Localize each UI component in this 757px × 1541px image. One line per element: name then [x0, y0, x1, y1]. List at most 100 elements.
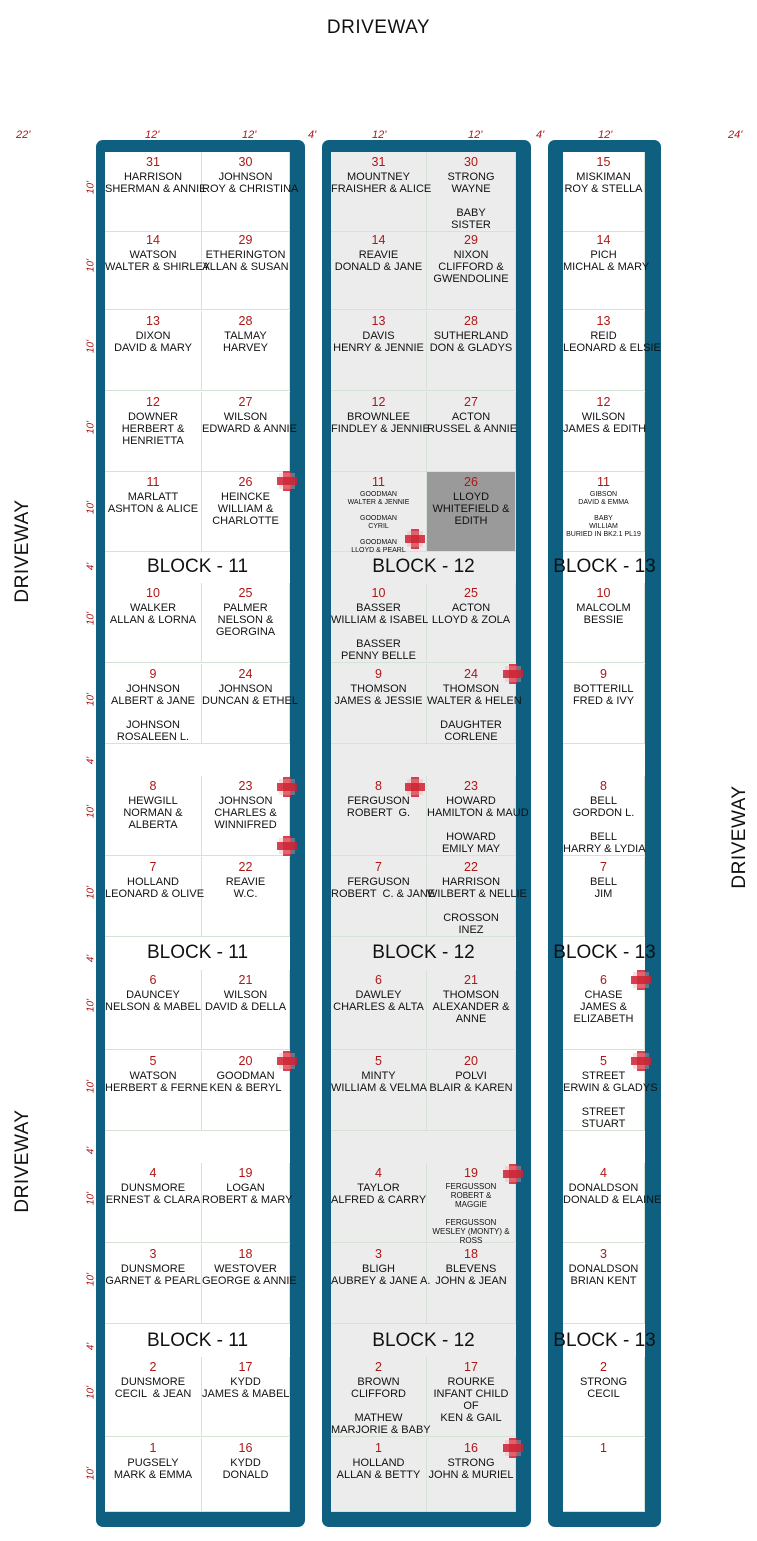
- plot-number: 21: [238, 973, 253, 987]
- plot-occupants: DONALDSON BRIAN KENT: [568, 1263, 639, 1287]
- plot-occupants: FERGUSON ROBERT C. & JANE: [331, 876, 436, 900]
- dimension-column: 12': [598, 129, 613, 141]
- plot-number: 15: [596, 155, 611, 169]
- row-dimension: 10': [85, 1385, 97, 1400]
- gap-dimension: 4': [85, 1146, 97, 1155]
- plot-number: 18: [238, 1247, 253, 1261]
- plot-number: 9: [375, 667, 382, 681]
- plot-occupants: ACTON RUSSEL & ANNIE: [427, 411, 518, 435]
- plot-occupants: KYDD DONALD: [222, 1457, 269, 1481]
- plot-occupants: WESTOVER GEORGE & ANNIE: [202, 1263, 297, 1287]
- row-dimension: 10': [85, 420, 97, 435]
- plot-number: 5: [149, 1054, 157, 1068]
- plot-block-13[interactable]: 1: [563, 1438, 645, 1512]
- plot-occupants: STRONG JOHN & MURIEL: [428, 1457, 514, 1481]
- plot-occupants: GIBSON DAVID & EMMA BABY WILLIAM BURIED …: [566, 491, 641, 538]
- plot-occupants: MARLATT ASHTON & ALICE: [107, 491, 199, 515]
- row-dimension: 10': [85, 258, 97, 273]
- plot-occupants: DUNSMORE GARNET & PEARL: [105, 1263, 201, 1287]
- plot-occupants: HOLLAND ALLAN & BETTY: [336, 1457, 421, 1481]
- plot-occupants: BOTTERILL FRED & IVY: [572, 683, 635, 707]
- plot-number: 7: [375, 860, 382, 874]
- row-dimension: 10': [85, 339, 97, 354]
- plot-occupants: THOMSON JAMES & JESSIE: [334, 683, 423, 707]
- gap-dimension: 4': [85, 954, 97, 963]
